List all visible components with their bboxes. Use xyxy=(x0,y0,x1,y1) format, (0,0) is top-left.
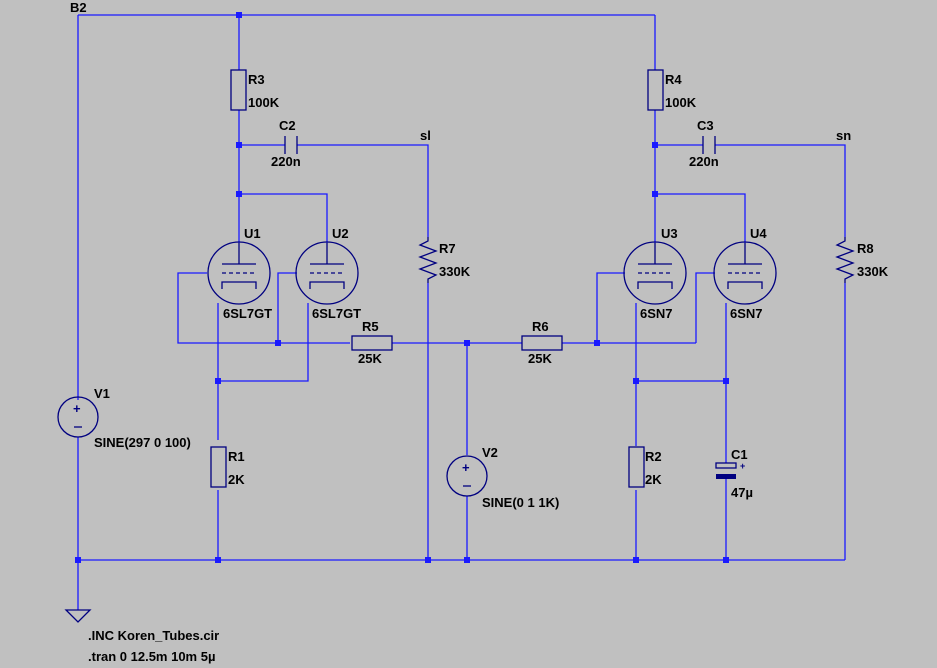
resistor-r6-symbol[interactable] xyxy=(521,335,563,351)
resistor-r1-symbol[interactable] xyxy=(210,446,227,488)
r3-ref: R3 xyxy=(248,72,265,87)
resistor-r7-symbol[interactable] xyxy=(418,237,438,283)
r4-ref: R4 xyxy=(665,72,682,87)
r8-ref: R8 xyxy=(857,241,874,256)
r8-value: 330K xyxy=(857,264,889,279)
net-label-sl: sl xyxy=(420,128,431,143)
r5-ref: R5 xyxy=(362,319,379,334)
wires xyxy=(77,14,846,610)
capacitor-c2-symbol[interactable] xyxy=(284,136,298,154)
net-label-sn: sn xyxy=(836,128,851,143)
include-directive[interactable]: .INC Koren_Tubes.cir xyxy=(88,628,219,643)
u2-ref: U2 xyxy=(332,226,349,241)
v1-ref: V1 xyxy=(94,386,110,401)
capacitor-c1-symbol[interactable]: + xyxy=(715,461,745,479)
v2-ref: V2 xyxy=(482,445,498,460)
net-label-b2: B2 xyxy=(70,0,87,15)
r4-value: 100K xyxy=(665,95,697,110)
r1-value: 2K xyxy=(228,472,245,487)
tube-u4-symbol[interactable] xyxy=(713,241,777,305)
voltage-source-v1-symbol[interactable]: + xyxy=(57,396,99,438)
resistor-r3-symbol[interactable] xyxy=(230,69,247,111)
r2-ref: R2 xyxy=(645,449,662,464)
ground-symbol xyxy=(64,609,92,623)
resistor-r4-symbol[interactable] xyxy=(647,69,664,111)
r6-value: 25K xyxy=(528,351,552,366)
tran-directive[interactable]: .tran 0 12.5m 10m 5µ xyxy=(88,649,215,664)
v1-value: SINE(297 0 100) xyxy=(94,435,191,450)
u3-ref: U3 xyxy=(661,226,678,241)
labels: B2 sl sn R3 100K R4 100K C2 220n C3 220n… xyxy=(70,0,889,664)
r5-value: 25K xyxy=(358,351,382,366)
u3-value: 6SN7 xyxy=(640,306,673,321)
v2-value: SINE(0 1 1K) xyxy=(482,495,559,510)
resistor-r8-symbol[interactable] xyxy=(835,237,855,283)
r7-ref: R7 xyxy=(439,241,456,256)
voltage-source-v2-symbol[interactable]: + xyxy=(446,455,488,497)
c2-ref: C2 xyxy=(279,118,296,133)
u4-value: 6SN7 xyxy=(730,306,763,321)
svg-text:+: + xyxy=(73,401,81,416)
c3-ref: C3 xyxy=(697,118,714,133)
c1-value: 47µ xyxy=(731,485,753,500)
resistor-r5-symbol[interactable] xyxy=(351,335,393,351)
tube-u1-symbol[interactable] xyxy=(207,241,271,305)
r6-ref: R6 xyxy=(532,319,549,334)
u1-ref: U1 xyxy=(244,226,261,241)
capacitor-c3-symbol[interactable] xyxy=(702,136,716,154)
junction-dots xyxy=(75,12,729,563)
r2-value: 2K xyxy=(645,472,662,487)
svg-text:+: + xyxy=(740,461,745,471)
u4-ref: U4 xyxy=(750,226,767,241)
tube-u2-symbol[interactable] xyxy=(295,241,359,305)
r7-value: 330K xyxy=(439,264,471,279)
tube-u3-symbol[interactable] xyxy=(623,241,687,305)
svg-text:+: + xyxy=(462,460,470,475)
c2-value: 220n xyxy=(271,154,301,169)
r3-value: 100K xyxy=(248,95,280,110)
resistor-r2-symbol[interactable] xyxy=(628,446,645,488)
r1-ref: R1 xyxy=(228,449,245,464)
c3-value: 220n xyxy=(689,154,719,169)
c1-ref: C1 xyxy=(731,447,748,462)
u2-value: 6SL7GT xyxy=(312,306,361,321)
u1-value: 6SL7GT xyxy=(223,306,272,321)
